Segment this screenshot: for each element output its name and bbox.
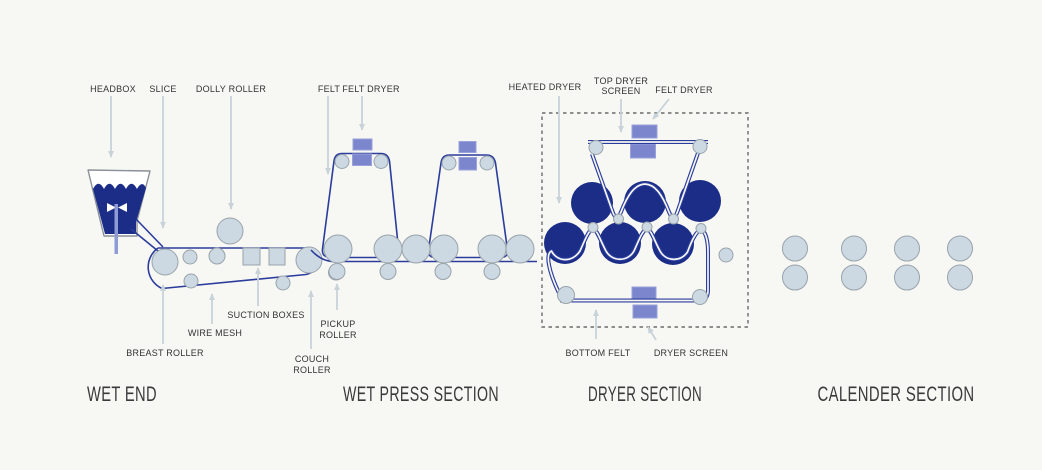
felt-guide-rollers bbox=[334, 154, 495, 171]
wet-press-title: WET PRESS SECTION bbox=[343, 383, 499, 406]
wet-end-section bbox=[87, 169, 344, 291]
couch-roller bbox=[295, 246, 323, 274]
wet-end-title: WET END bbox=[87, 383, 157, 406]
suction-boxes bbox=[242, 247, 286, 266]
breast-roller bbox=[151, 248, 179, 276]
felt-dryer-units bbox=[352, 138, 477, 171]
dryer-section bbox=[541, 112, 749, 328]
felt-dryer-dryer-label: FELT DRYER bbox=[655, 85, 713, 95]
headbox-label: HEADBOX bbox=[90, 84, 136, 94]
felt-dryer-unit-top bbox=[630, 124, 658, 159]
slice-rod bbox=[114, 204, 118, 254]
dryer-guide-rollers bbox=[557, 139, 734, 305]
felt-dryer-dryer-arrow bbox=[652, 98, 670, 120]
calender-title: CALENDER SECTION bbox=[818, 383, 975, 406]
callout-arrows bbox=[108, 96, 670, 349]
dryer-screen-unit-bottom bbox=[631, 286, 658, 319]
couch-roller-label-line2: ROLLER bbox=[293, 365, 331, 375]
top-dryer-screen-label-line1: TOP DRYER bbox=[594, 76, 649, 86]
suction-boxes-label: SUCTION BOXES bbox=[227, 310, 304, 320]
felt-label: FELT bbox=[318, 84, 341, 94]
heated-dryer-label: HEATED DRYER bbox=[509, 82, 582, 92]
dryer-screen-label: DRYER SCREEN bbox=[654, 348, 728, 358]
wire-table-rollers bbox=[182, 247, 291, 291]
pickup-roller-label-line2: ROLLER bbox=[319, 330, 357, 340]
section-titles: WET END WET PRESS SECTION DRYER SECTION … bbox=[87, 383, 975, 406]
slice-label: SLICE bbox=[149, 84, 176, 94]
dolly-roller bbox=[216, 217, 244, 245]
felt-dryer-press-label: FELT DRYER bbox=[342, 84, 400, 94]
calender-section bbox=[782, 235, 973, 291]
headbox-stock bbox=[93, 183, 146, 234]
breast-roller-label: BREAST ROLLER bbox=[126, 348, 204, 358]
press-rollers bbox=[323, 234, 535, 280]
wet-press-section bbox=[310, 138, 537, 280]
dryer-title: DRYER SECTION bbox=[588, 383, 702, 406]
dryer-screen-arrow bbox=[647, 326, 657, 341]
wire-mesh-label: WIRE MESH bbox=[188, 328, 242, 338]
top-dryer-screen-label-line2: SCREEN bbox=[601, 86, 640, 96]
calender-roll-stacks bbox=[782, 235, 973, 291]
headbox-valve-icon bbox=[107, 203, 127, 212]
slice-chute bbox=[130, 218, 164, 252]
pickup-roller-label-line1: PICKUP bbox=[320, 319, 355, 329]
dolly-roller-label: DOLLY ROLLER bbox=[196, 84, 266, 94]
component-labels: HEADBOX SLICE DOLLY ROLLER FELT FELT DRY… bbox=[90, 76, 728, 375]
bottom-felt-label: BOTTOM FELT bbox=[566, 348, 631, 358]
couch-roller-label-line1: COUCH bbox=[295, 354, 329, 364]
